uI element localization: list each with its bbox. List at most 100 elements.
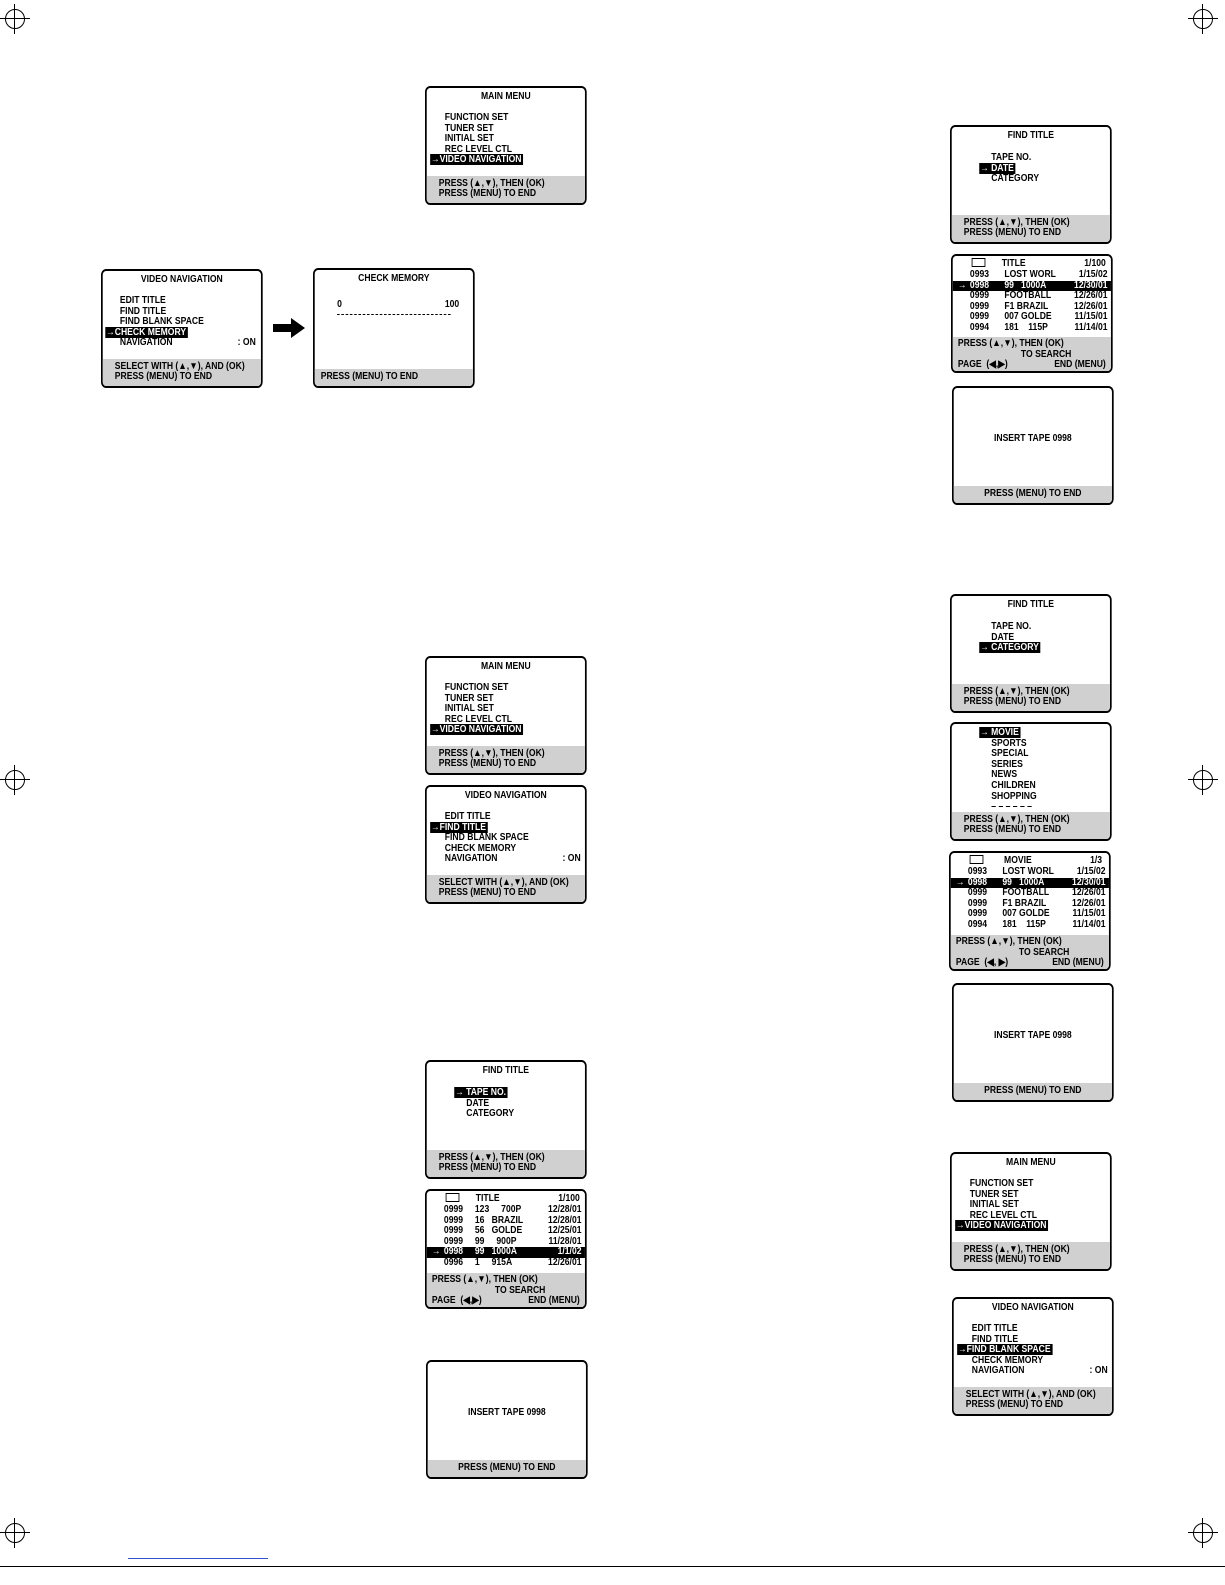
row-date: 12/26/01 [1072, 897, 1106, 909]
menu-item-selected[interactable]: → TAPE NO. [454, 1087, 514, 1099]
video-navigation-screen: VIDEO NAVIGATION EDIT TITLE FIND TITLE F… [101, 269, 263, 388]
row-date: 11/28/01 [548, 1235, 582, 1247]
menu-item[interactable]: TUNER SET [969, 1188, 1019, 1200]
menu-item-selected[interactable]: → MOVIE [979, 727, 1036, 739]
menu-item[interactable]: CHECK MEMORY [971, 1354, 1044, 1366]
menu-item[interactable]: INITIAL SET [444, 703, 494, 715]
menu-item[interactable]: REC LEVEL CTL [444, 143, 512, 155]
menu-item[interactable]: DATE [466, 1097, 490, 1109]
menu-item[interactable]: TAPE NO. [991, 152, 1032, 163]
menu-item[interactable]: CATEGORY [991, 173, 1040, 185]
menu-item[interactable]: TUNER SET [444, 692, 494, 704]
menu-item[interactable]: FIND TITLE [971, 1333, 1019, 1345]
menu-item[interactable]: INITIAL SET [969, 1199, 1019, 1211]
menu-item[interactable]: FUNCTION SET [444, 112, 509, 123]
menu-item[interactable]: EDIT TITLE [444, 811, 491, 822]
menu-item-selected[interactable]: →FIND TITLE [430, 821, 581, 834]
footer-line: SELECT WITH (▲,▼), AND (OK) [965, 1388, 1096, 1400]
menu-item-navigation[interactable]: NAVIGATION: ON [105, 338, 256, 349]
menu-item-selected[interactable]: →FIND BLANK SPACE [957, 1344, 1108, 1356]
menu-item[interactable]: – – – – – – [991, 801, 1032, 813]
menu-item[interactable]: REC LEVEL CTL [969, 1209, 1037, 1221]
menu-item[interactable]: DATE [991, 631, 1015, 643]
menu-item[interactable]: TAPE NO. [991, 621, 1032, 632]
menu-item[interactable]: FIND TITLE [119, 305, 167, 317]
menu-item[interactable]: CHECK MEMORY [444, 842, 517, 854]
footer-line: PRESS (▲,▼), THEN (OK) [963, 813, 1070, 825]
find-title-screen: FIND TITLE TAPE NO. DATE → CATEGORY PRES… [950, 594, 1112, 713]
insert-tape-message: INSERT TAPE 0998 [993, 1030, 1072, 1041]
menu-item[interactable]: SHOPPING [991, 790, 1037, 802]
tape-number: 0999 [443, 1235, 464, 1247]
footer-line: PRESS (MENU) TO END [984, 488, 1082, 500]
footer-line: PRESS (▲,▼), THEN (OK) [955, 936, 1062, 947]
row-title: 99 900P [474, 1235, 517, 1247]
tape-number: 0993 [969, 269, 990, 280]
menu-item-selected[interactable]: →VIDEO NAVIGATION [955, 1220, 1049, 1232]
menu-item[interactable]: CATEGORY [466, 1108, 515, 1120]
menu-item-selected[interactable]: → CATEGORY [979, 642, 1041, 654]
menu-item[interactable]: NEWS [991, 769, 1018, 781]
screen-footer: PRESS (▲,▼), THEN (OK) TO SEARCH PAGE (◀… [426, 1273, 585, 1307]
menu-item[interactable]: CHILDREN [991, 779, 1036, 791]
menu-item-selected[interactable]: → DATE [979, 162, 1039, 175]
page-hint: PAGE (◀,▶) [431, 1295, 482, 1307]
screen-footer: PRESS (MENU) TO END [427, 1460, 586, 1477]
row-title: 99 1000A [474, 1246, 517, 1258]
menu-item-navigation[interactable]: NAVIGATION: ON [430, 854, 581, 865]
menu-item[interactable]: FIND BLANK SPACE [119, 316, 204, 328]
menu-item[interactable]: SPECIAL [991, 748, 1029, 760]
menu-item[interactable]: REC LEVEL CTL [444, 713, 512, 725]
cassette-icon [969, 855, 984, 867]
menu-item[interactable]: FUNCTION SET [444, 682, 509, 693]
menu-item[interactable]: EDIT TITLE [971, 1323, 1018, 1334]
menu-item[interactable]: EDIT TITLE [119, 295, 166, 306]
screen-title: CHECK MEMORY [358, 273, 430, 284]
footer-line: PRESS (▲,▼), THEN (OK) [438, 747, 545, 759]
footer-line: PRESS (▲,▼), THEN (OK) [438, 1151, 545, 1163]
menu-item[interactable]: TUNER SET [444, 122, 494, 134]
menu-item-selected[interactable]: →VIDEO NAVIGATION [430, 724, 524, 736]
page-indicator: 1/100 [1084, 258, 1106, 269]
menu-item[interactable]: FIND BLANK SPACE [444, 832, 529, 844]
insert-tape-message: INSERT TAPE 0998 [467, 1407, 546, 1418]
video-navigation-screen: VIDEO NAVIGATION EDIT TITLE →FIND TITLE … [425, 785, 587, 904]
row-title: F1 BRAZIL [1002, 897, 1047, 909]
footer-line: PRESS (▲,▼), THEN (OK) [963, 216, 1070, 228]
menu-item-selected[interactable]: →CHECK MEMORY [105, 326, 256, 339]
row-title: FOOTBALL [1002, 887, 1050, 899]
page-bottom-link-rule [128, 1558, 268, 1559]
table-row[interactable]: 0999 99 900P 11/28/01 [427, 1235, 585, 1248]
screen-title: VIDEO NAVIGATION [464, 790, 547, 801]
menu-item-selected[interactable]: →VIDEO NAVIGATION [430, 154, 524, 166]
menu-item[interactable]: FUNCTION SET [969, 1178, 1034, 1189]
tape-number: 0999 [443, 1214, 464, 1226]
list-header: MOVIE 1/3 [951, 855, 1109, 867]
row-date: 12/26/01 [1072, 887, 1106, 899]
end-hint: END (MENU) [528, 1295, 580, 1307]
menu-item[interactable]: INITIAL SET [444, 133, 494, 145]
menu-item[interactable]: SPORTS [991, 737, 1027, 749]
menu-item[interactable]: SERIES [991, 758, 1023, 770]
list-header-label: MOVIE [1004, 855, 1032, 866]
menu-item-navigation[interactable]: NAVIGATION: ON [957, 1366, 1108, 1377]
